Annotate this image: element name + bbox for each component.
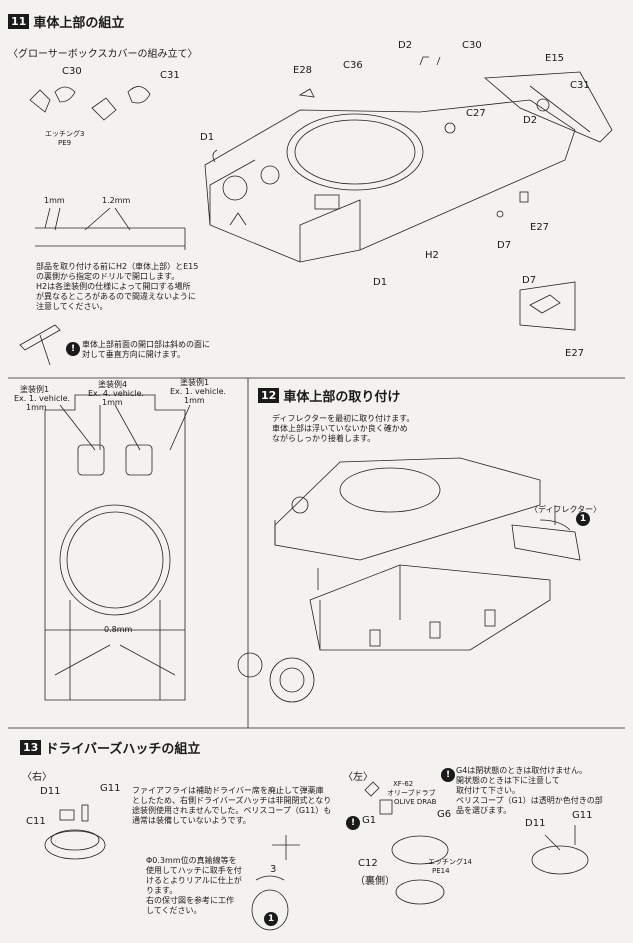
caution-icon: ! — [346, 816, 360, 830]
note-line: 開状態のときは下に注意して — [456, 776, 560, 785]
note-line: の裏側から指定のドリルで開口します。 — [36, 272, 180, 281]
part-e15: E15 — [545, 53, 565, 64]
part-d2-b: D2 — [523, 115, 538, 126]
step-11-heading: 11 車体上部の組立 — [8, 12, 124, 31]
note-line: としたため、右側ドライバーズハッチは非開閉式となり — [132, 796, 332, 805]
pe14: PE14 — [432, 867, 450, 875]
step-title: ドライバーズハッチの組立 — [45, 742, 201, 757]
caution-note: 車体上部前面の開口部は斜めの面に 対して垂直方向に開けます。 — [82, 340, 210, 360]
note-line: 対して垂直方向に開けます。 — [82, 350, 185, 359]
part-h2: H2 — [425, 250, 439, 261]
back-side: （裏側） — [355, 876, 395, 887]
pe-label: PE9 — [58, 139, 72, 147]
deflector-note: ディフレクターを最初に取り付けます。 車体上部は浮いていないか良く確かめ ながら… — [272, 414, 414, 444]
note-line: ファイアフライは補助ドライバー席を廃止して弾薬庫 — [132, 786, 324, 795]
note-line: 右の保寸図を参考に工作 — [146, 896, 234, 905]
part-c11: C11 — [26, 816, 46, 827]
part-d11-a: D11 — [40, 786, 61, 797]
part-d7-a: D7 — [497, 240, 512, 251]
part-c31-b: C31 — [570, 80, 590, 91]
step-12-heading: 12 車体上部の取り付け — [258, 386, 400, 405]
caution-icon: ! — [441, 768, 455, 782]
paint-1-label-a: 塗装例1 — [20, 385, 50, 394]
paint-1-label-b: 塗装例1 — [180, 378, 210, 387]
note-line: 取付けて下さい。 — [456, 786, 520, 795]
note-line: ディフレクターを最初に取り付けます。 — [272, 414, 415, 423]
note-line: Φ0.3mm位の真鍮線等を — [146, 856, 237, 865]
part-e28: E28 — [293, 65, 313, 76]
mm-label: 1mm — [184, 396, 205, 405]
etching-label: エッチング3 — [45, 130, 85, 138]
part-d11-b: D11 — [525, 818, 546, 829]
part-d1-a: D1 — [200, 132, 215, 143]
note-line: 車体上部は浮いていないか良く確かめ — [272, 424, 408, 433]
step-number: 12 — [258, 388, 280, 403]
subheading-grouser-cover: 〈グローサーボックスカバーの組み立て〉 — [8, 49, 198, 60]
part-g6: G6 — [437, 809, 452, 820]
etching-14: エッチング14 — [428, 858, 472, 866]
step-number: 13 — [20, 740, 42, 755]
part-g11-a: G11 — [100, 783, 121, 794]
step-marker: 1 — [576, 512, 590, 526]
note-line: 部品を取り付ける前にH2（車体上部）とE15 — [36, 262, 199, 271]
note-line: 通常は装備していないようです。 — [132, 816, 251, 825]
part-c30-a: C30 — [62, 66, 82, 77]
part-c12: C12 — [358, 858, 378, 869]
part-c30-b: C30 — [462, 40, 482, 51]
part-e27-b: E27 — [565, 348, 585, 359]
note-line: 途装例使用されませんでした。ペリスコープ（G11）も — [132, 806, 332, 815]
part-c36: C36 — [343, 60, 363, 71]
wire-note: Φ0.3mm位の真鍮線等を 使用してハッチに取手を付 けるとよりリアルに仕上が … — [146, 856, 242, 916]
paint-1-en-a: Ex. 1. vehicle. — [14, 394, 71, 403]
dim-1mm: 1mm — [44, 196, 65, 205]
step-marker: 1 — [264, 912, 278, 926]
firefly-note: ファイアフライは補助ドライバー席を廃止して弾薬庫 としたため、右側ドライバーズハ… — [132, 786, 331, 826]
drill-note: 部品を取り付ける前にH2（車体上部）とE15 の裏側から指定のドリルで開口します… — [36, 262, 198, 312]
part-e27-a: E27 — [530, 222, 550, 233]
deflector-label: 〈ディフレクター〉 — [530, 505, 602, 514]
paint-1-en-b: Ex. 1. vehicle. — [170, 387, 227, 396]
left-label: 〈左〉 — [343, 772, 373, 783]
note-line: してください。 — [146, 906, 202, 915]
g4-note: G4は閉状態のときは取付けません。 開状態のときは下に注意して 取付けて下さい。… — [456, 766, 603, 816]
note-line: けるとよりリアルに仕上が — [146, 876, 242, 885]
dim-3: 3 — [270, 864, 277, 875]
step-title: 車体上部の組立 — [33, 16, 125, 31]
note-line: ペリスコープ（G1）は透明か色付きの部 — [456, 796, 603, 805]
paint-name: オリーブドラブ — [387, 789, 436, 797]
paint-4-label: 塗装例4 — [98, 380, 128, 389]
part-g11-b: G11 — [572, 810, 593, 821]
note-line: H2は各塗装例の仕様によって開口する場所 — [36, 282, 191, 291]
caution-icon: ! — [66, 342, 80, 356]
mm-label: 1mm — [102, 398, 123, 407]
note-line: G4は閉状態のときは取付けません。 — [456, 766, 588, 775]
note-line: ります。 — [146, 886, 178, 895]
note-line: ながらしっかり接着します。 — [272, 434, 376, 443]
part-c31-a: C31 — [160, 70, 180, 81]
part-d2-a: D2 — [398, 40, 413, 51]
step-number: 11 — [8, 14, 30, 29]
note-line: 品を選びます。 — [456, 806, 512, 815]
paint-code: XF-62 — [393, 780, 414, 788]
step-title: 車体上部の取り付け — [283, 390, 401, 405]
note-line: 車体上部前面の開口部は斜めの面に — [82, 340, 210, 349]
note-line: 注意してください。 — [36, 302, 108, 311]
mm-label: 0.8mm — [104, 625, 133, 634]
note-line: が異なるところがあるので間違えないように — [36, 292, 196, 301]
dim-1-2mm: 1.2mm — [102, 196, 131, 205]
right-label: 〈右〉 — [22, 772, 52, 783]
mm-label: 1mm — [26, 403, 47, 412]
part-c27: C27 — [466, 108, 486, 119]
part-d7-b: D7 — [522, 275, 537, 286]
part-d1-b: D1 — [373, 277, 388, 288]
step-13-heading: 13 ドライバーズハッチの組立 — [20, 738, 200, 757]
note-line: 使用してハッチに取手を付 — [146, 866, 242, 875]
part-g1: G1 — [362, 815, 377, 826]
paint-4-en: Ex. 4. vehicle. — [88, 389, 145, 398]
paint-name-en: OLIVE DRAB — [394, 798, 437, 806]
